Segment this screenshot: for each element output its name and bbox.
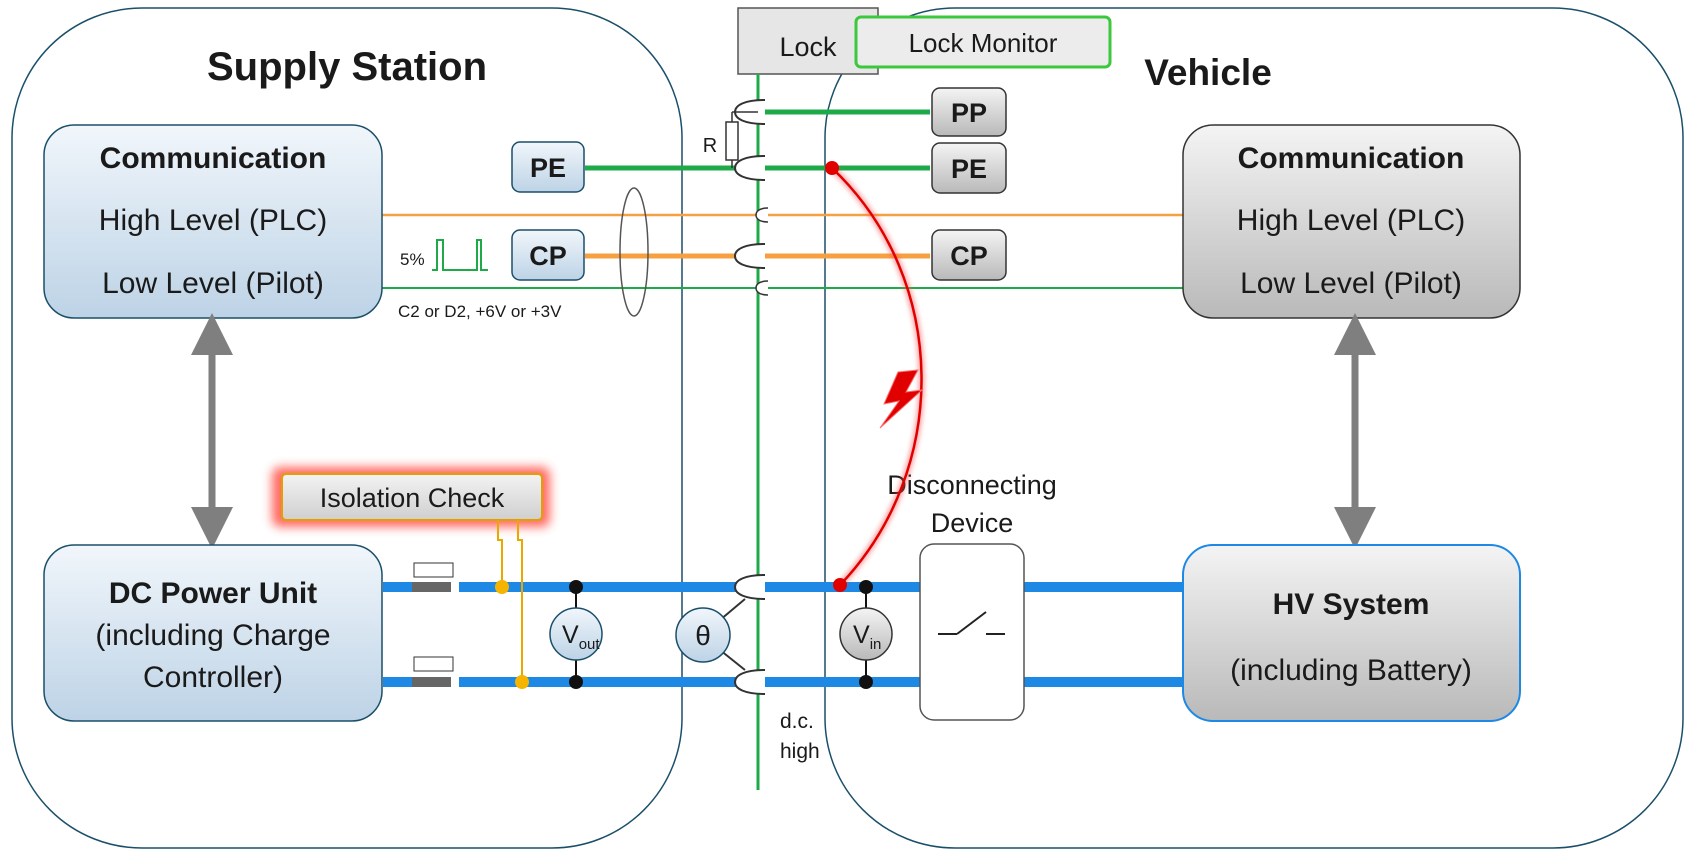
- dc-high-label-line2: high: [780, 740, 820, 763]
- theta-sensor: [675, 607, 731, 663]
- hv-system-line1: (including Battery): [1230, 654, 1472, 687]
- lock-label: Lock: [779, 32, 837, 62]
- vehicle-cp-box: [931, 229, 1007, 281]
- vin-meter: [839, 607, 893, 661]
- lock-monitor-box: [854, 15, 1112, 69]
- vehicle-pp-box: [931, 87, 1007, 137]
- dc-high-label-line1: d.c.: [780, 710, 814, 733]
- coupler-sockets: [733, 99, 769, 695]
- vehicle-high-level-label: High Level (PLC): [1237, 204, 1465, 237]
- cable-bundle-ellipse: [619, 187, 649, 317]
- resistor-label: R: [703, 135, 717, 157]
- cp-state-label: C2 or D2, +6V or +3V: [398, 302, 562, 321]
- duty-cycle-label: 5%: [400, 250, 425, 269]
- vin-junction-plus: [859, 580, 873, 594]
- isolation-check-box: [281, 473, 543, 521]
- pwm-waveform-icon: [432, 239, 488, 271]
- station-pe-label: PE: [530, 153, 566, 183]
- vehicle-title: Vehicle: [1144, 52, 1272, 93]
- hv-system-box: [1182, 544, 1521, 722]
- dc-power-unit-line2: Controller): [143, 661, 283, 694]
- isolation-check-label: Isolation Check: [320, 483, 505, 513]
- vout-meter: [549, 607, 603, 661]
- supply-station-title: Supply Station: [207, 45, 487, 89]
- fault-arc: [831, 167, 923, 586]
- theta-label: θ: [695, 620, 711, 651]
- vehicle-low-level-label: Low Level (Pilot): [1240, 267, 1462, 300]
- vout-junction-plus: [569, 580, 583, 594]
- isolation-check-leads: [497, 520, 523, 682]
- station-cp-box: [511, 229, 585, 281]
- vehicle-cp-label: CP: [950, 241, 988, 271]
- vout-junction-minus: [569, 675, 583, 689]
- station-low-level-label: Low Level (Pilot): [102, 267, 324, 300]
- lightning-bolt-icon: [879, 369, 924, 429]
- lock-monitor-label: Lock Monitor: [909, 28, 1058, 58]
- fault-point-pe: [825, 161, 839, 175]
- vehicle-pp-label: PP: [951, 98, 987, 128]
- theta-lead-bottom: [719, 649, 746, 671]
- vin-junction-minus: [859, 675, 873, 689]
- isolation-junction-minus: [515, 675, 529, 689]
- dc-power-unit-title: DC Power Unit: [109, 577, 317, 610]
- isolation-junction-plus: [495, 580, 509, 594]
- disconnecting-device-box: [919, 543, 1025, 721]
- vehicle-pe-label: PE: [951, 154, 987, 184]
- vehicle-pe-box: [931, 142, 1007, 194]
- theta-lead-top: [719, 598, 746, 621]
- dc-power-unit-line1: (including Charge: [95, 619, 330, 652]
- station-communication-title: Communication: [100, 142, 327, 175]
- disconnecting-device-line1: Disconnecting: [887, 470, 1057, 500]
- station-contactor-minus: [412, 656, 459, 689]
- station-pe-box: [511, 141, 585, 193]
- station-contactor-plus: [412, 562, 459, 594]
- vehicle-communication-title: Communication: [1238, 142, 1465, 175]
- vin-label: Vin: [853, 621, 881, 653]
- switch-icon: [938, 611, 1005, 635]
- disconnecting-device-line2: Device: [931, 508, 1014, 538]
- dc-power-unit-box: [43, 544, 383, 722]
- hv-system-title: HV System: [1273, 588, 1430, 621]
- station-high-level-label: High Level (PLC): [99, 204, 327, 237]
- vout-label: Vout: [562, 621, 600, 653]
- fault-point-dc: [833, 578, 847, 592]
- resistor-r: [725, 111, 758, 168]
- station-cp-label: CP: [529, 241, 567, 271]
